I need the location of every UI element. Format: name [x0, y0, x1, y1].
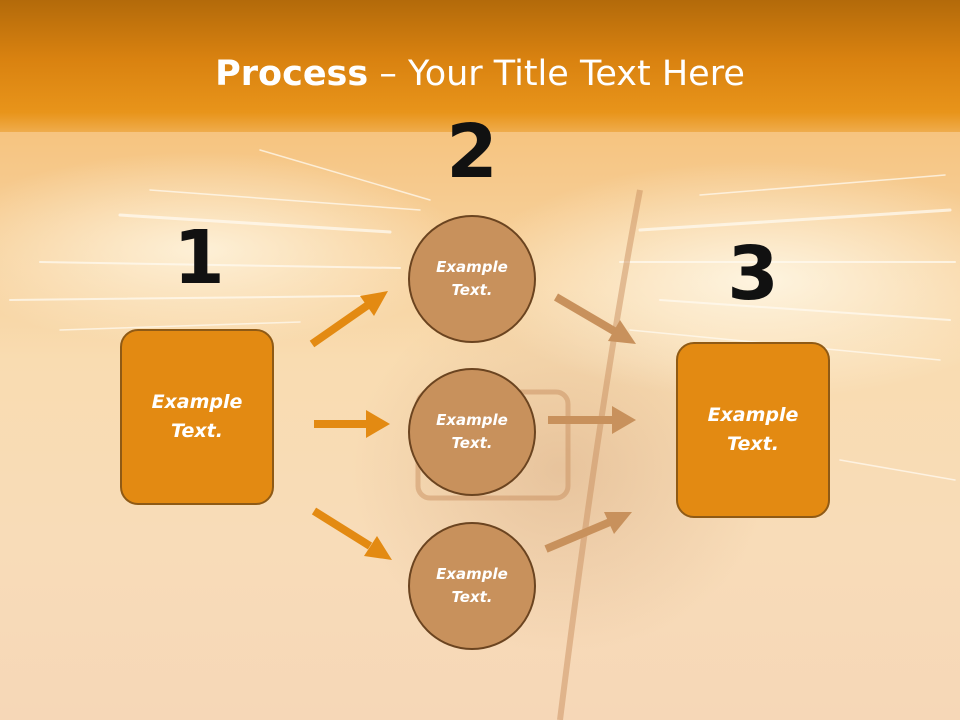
step-number-3: 3 — [727, 231, 779, 317]
title-bar — [0, 0, 960, 132]
step-3-box: Example Text. — [676, 342, 830, 518]
slide-title: Process – Your Title Text Here — [0, 52, 960, 96]
step-2-text-bottom: Example Text. — [436, 565, 508, 606]
arrow-right-icon — [548, 406, 636, 434]
arrow-up-right-icon — [309, 291, 388, 348]
step-1-text: Example Text. — [151, 391, 243, 442]
step-2-circle-bottom: Example Text. — [408, 522, 536, 650]
arrow-up-right-icon — [544, 512, 632, 553]
step-2-circle-middle: Example Text. — [408, 368, 536, 496]
arrow-right-icon — [314, 410, 390, 438]
arrow-down-right-icon — [311, 507, 392, 560]
step-number-2: 2 — [446, 109, 498, 195]
step-2-text-middle: Example Text. — [436, 411, 508, 452]
step-number-1: 1 — [173, 215, 225, 301]
step-2-circle-top: Example Text. — [408, 215, 536, 343]
step-2-text-top: Example Text. — [436, 258, 508, 299]
arrow-down-right-icon — [553, 293, 636, 344]
title-bold: Process — [215, 54, 369, 94]
step-1-box: Example Text. — [120, 329, 274, 505]
title-rest: – Your Title Text Here — [368, 54, 745, 94]
step-3-text: Example Text. — [707, 404, 799, 455]
